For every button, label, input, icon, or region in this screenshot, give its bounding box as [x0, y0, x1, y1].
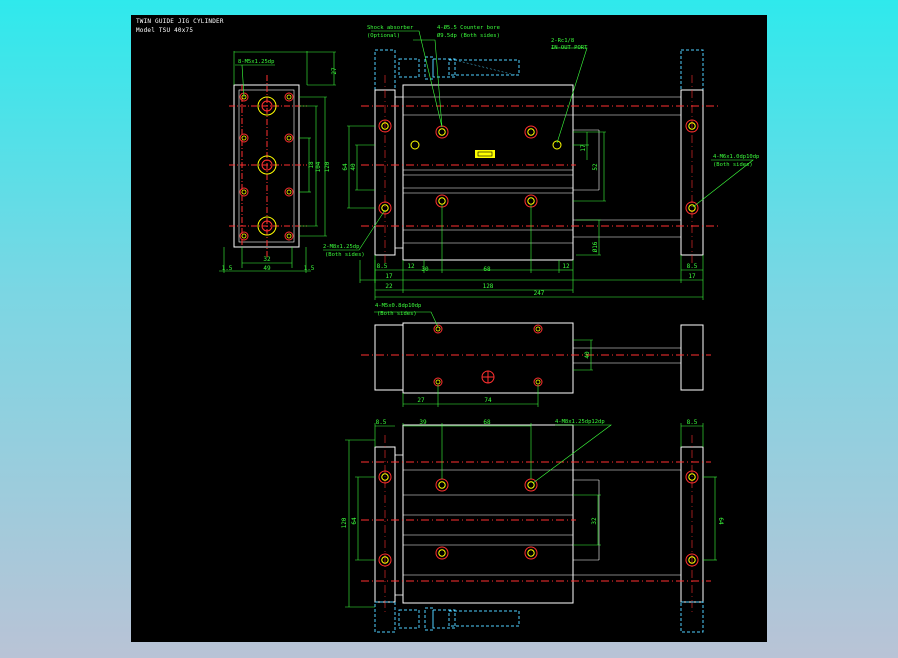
dim-120: 120	[324, 161, 331, 172]
dim-32-bottom: 32	[591, 517, 598, 525]
callout-mid-a: 4-M5x0.8dp10dp	[375, 303, 421, 309]
callout-side-holes: 8-M5x1.25dp	[238, 59, 274, 65]
dim-52: 52	[592, 163, 599, 171]
callout-rod-b: IN-OUT PORT	[551, 45, 588, 51]
dim-39: 39	[419, 419, 427, 426]
dim-120-bottom: 120	[341, 517, 348, 528]
callout-shock-absorber: Shock absorber	[367, 25, 414, 31]
dim-17-b: 17	[688, 273, 696, 280]
callout-left-b: (Both sides)	[325, 252, 365, 258]
callout-guide-a: 4-Ø5.5 Counter bore	[437, 24, 500, 31]
callout-mid-b: (Both sides)	[377, 311, 417, 317]
callout-left-a: 2-M8x1.25dp	[323, 244, 359, 250]
dim-40: 40	[350, 163, 357, 171]
dim-17-vertical: 17	[580, 144, 587, 152]
dim-68: 68	[483, 266, 491, 273]
dim-phi-16: Ø16	[592, 241, 599, 252]
dim-17-a: 17	[385, 273, 393, 280]
dim-8-5-d: 8.5	[687, 419, 698, 426]
dim-104: 104	[315, 161, 322, 172]
dim-247: 247	[534, 290, 545, 297]
dim-1-5-left: 1.5	[222, 265, 233, 272]
drawing-title: TWIN GUIDE JIG CYLINDER	[136, 18, 224, 25]
dim-8-5-a: 8.5	[377, 263, 388, 270]
dim-74: 74	[484, 397, 492, 404]
cad-drawing-sheet: TWIN GUIDE JIG CYLINDER Model TSU 40x75	[131, 15, 767, 642]
dim-27-mid: 27	[417, 397, 425, 404]
callout-rod-a: 2-Rc1/8	[551, 38, 574, 44]
dim-64-bottom: 64	[351, 517, 358, 525]
callout-right-a: 4-M6x1.0dp10dp	[713, 154, 759, 160]
dim-68-bottom: 68	[483, 419, 491, 426]
front-view	[323, 30, 754, 300]
drawing-canvas: 8-M5x1.25dp Shock absorber (Optional) 4-…	[219, 24, 759, 633]
dim-1-5-right: 1.5	[304, 265, 315, 272]
dim-128: 128	[483, 283, 494, 290]
top-view	[361, 311, 711, 407]
dim-8-5-b: 8.5	[687, 263, 698, 270]
callout-bottom: 4-M8x1.25dp12dp	[555, 419, 605, 425]
side-view	[219, 51, 336, 273]
dim-12-b: 12	[562, 263, 570, 270]
dim-40-mid: 40	[584, 351, 591, 359]
dim-64: 64	[342, 163, 349, 171]
bottom-view	[345, 423, 717, 633]
drawing-model: Model TSU 40x75	[136, 27, 194, 34]
dim-32: 32	[263, 256, 271, 263]
callout-right-b: (Both sides)	[713, 162, 753, 168]
dim-30: 30	[421, 266, 429, 273]
dim-27: 27	[331, 67, 338, 75]
dim-18: 18	[308, 161, 315, 169]
dim-22: 22	[385, 283, 393, 290]
callout-guide-b: Ø9.5dp (Both sides)	[437, 32, 500, 39]
dim-12-a: 12	[407, 263, 415, 270]
callout-optional: (Optional)	[367, 33, 400, 39]
dim-49: 49	[263, 265, 271, 272]
dim-8-5-c: 8.5	[376, 419, 387, 426]
dim-64-right: 64	[717, 517, 724, 525]
